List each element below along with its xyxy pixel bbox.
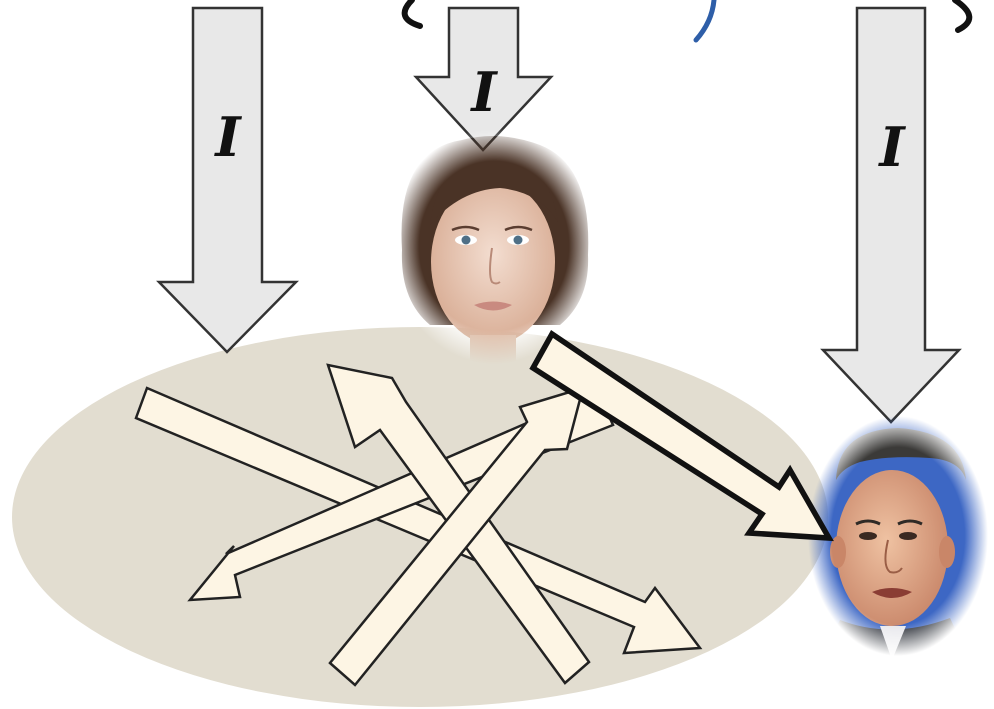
input-arrows	[156, 6, 962, 424]
input-label-right: I	[877, 115, 906, 179]
interaction-arrow	[328, 386, 585, 687]
input-arrow-right	[820, 6, 962, 424]
influence-arrow	[529, 330, 834, 542]
comma-mark	[693, 0, 717, 43]
input-arrow-center	[413, 6, 554, 152]
input-label-center: I	[469, 60, 498, 124]
man-portrait-icon	[808, 416, 988, 660]
woman-portrait-icon	[385, 125, 605, 365]
interaction-arrows	[134, 363, 703, 687]
input-label-left: I	[213, 105, 242, 169]
right-parenthesis	[952, 0, 973, 33]
input-arrow-left	[156, 6, 299, 354]
left-parenthesis	[401, 0, 423, 29]
interaction-arrow	[134, 386, 703, 655]
